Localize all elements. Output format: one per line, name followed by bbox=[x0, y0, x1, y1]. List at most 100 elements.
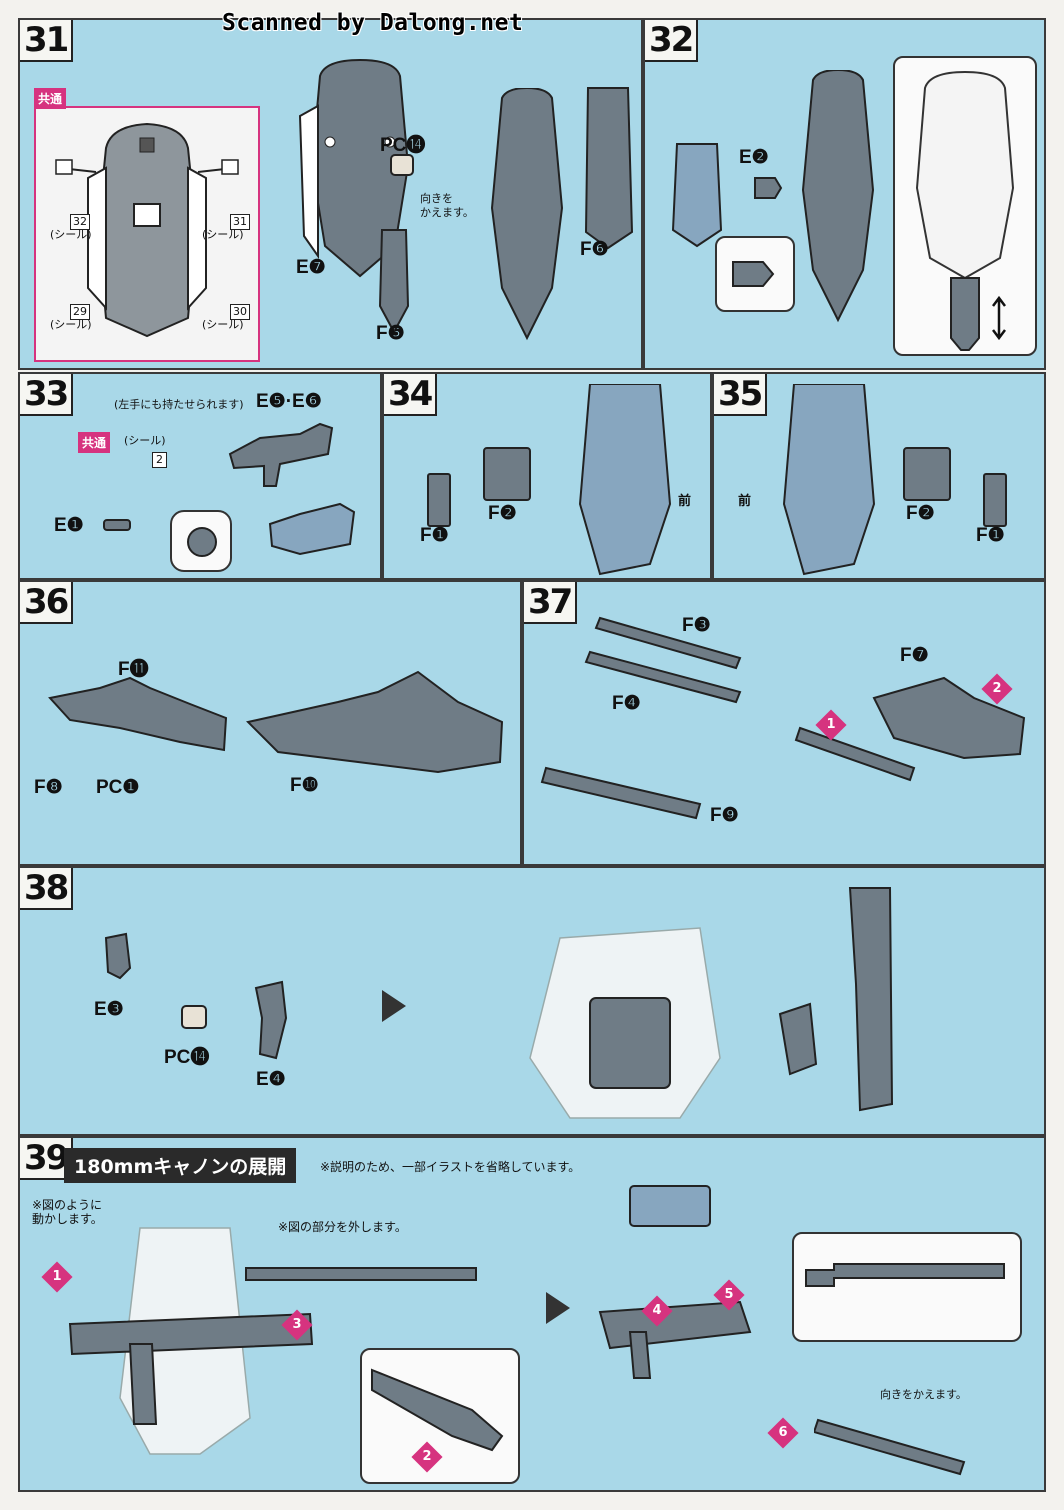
sticker-29-label: (シール) bbox=[50, 318, 92, 331]
arm-part bbox=[671, 143, 723, 248]
barrel-assembled bbox=[540, 766, 702, 820]
cannon-with-barrel bbox=[794, 676, 1026, 782]
leg-part bbox=[782, 384, 876, 576]
robot-with-cannon bbox=[68, 1227, 314, 1455]
bracket-parts bbox=[104, 932, 288, 1060]
sequence-marker-1: 1 bbox=[815, 709, 847, 741]
step-37-panel: 37 F❸ F❹ F❾ F❼ 1 2 bbox=[522, 580, 1046, 866]
barrel-reattach-detail bbox=[805, 1263, 1005, 1287]
barrel-parts bbox=[584, 616, 742, 704]
e1-detail-callout bbox=[170, 510, 232, 572]
cannon-body-part bbox=[48, 676, 228, 752]
front-direction-label: 前 bbox=[738, 493, 752, 508]
step-number: 35 bbox=[714, 374, 768, 416]
part-label-f9: F❾ bbox=[710, 805, 739, 826]
sticker-guide-box: 32 (シール) 31 (シール) 29 (シール) 30 (シール) bbox=[34, 106, 260, 362]
part-label-f1: F❶ bbox=[420, 525, 449, 546]
barrel-reattach-callout bbox=[792, 1232, 1022, 1342]
part-label-f5: F❺ bbox=[376, 323, 405, 344]
watermark: Scanned by Dalong.net bbox=[222, 10, 524, 36]
part-label-f11: F⓫ bbox=[118, 659, 149, 680]
e1-detail bbox=[187, 527, 217, 557]
e2-detail-callout bbox=[715, 236, 795, 312]
step-32-panel: 32 E❷ bbox=[643, 18, 1046, 370]
step-number: 34 bbox=[384, 374, 438, 416]
part-label-f2: F❷ bbox=[488, 503, 517, 524]
sticker-32-id: 32 bbox=[70, 214, 90, 230]
step-number: 36 bbox=[20, 582, 74, 624]
hand-part bbox=[268, 502, 356, 556]
left-hand-note: (左手にも持たせられます) bbox=[114, 398, 244, 411]
part-label-f8: F❽ bbox=[34, 777, 63, 798]
common-tag: 共通 bbox=[34, 88, 67, 109]
backpack-detail bbox=[915, 70, 1015, 351]
sticker-id: 2 bbox=[152, 452, 167, 468]
backpack-detail-callout bbox=[893, 56, 1037, 356]
sticker-30-label: (シール) bbox=[202, 318, 244, 331]
illustration-note: ※説明のため、一部イラストを省略しています。 bbox=[320, 1160, 581, 1174]
part-label-pc1: PC❶ bbox=[96, 777, 140, 798]
move-note: ※図のように 動かします。 bbox=[32, 1198, 103, 1226]
common-tag: 共通 bbox=[78, 432, 111, 453]
rifle-part bbox=[228, 422, 334, 487]
step-35-panel: 35 前 F❷ F❶ bbox=[712, 372, 1046, 580]
robot-with-backpack bbox=[529, 927, 721, 1119]
e2-part bbox=[754, 177, 783, 199]
turn-note: 向きをかえます。 bbox=[880, 1388, 967, 1401]
part-label-e56: E❺·E❻ bbox=[256, 391, 322, 412]
part-label-f6: F❻ bbox=[580, 239, 609, 260]
f2-part bbox=[903, 447, 951, 501]
sticker-29-id: 29 bbox=[70, 304, 90, 320]
backpack-part bbox=[801, 70, 875, 323]
step-31-panel: 31 32 (シール) 31 (シール) 29 (シール) 30 (シール) 共… bbox=[18, 18, 643, 370]
part-label-e1: E❶ bbox=[54, 515, 84, 536]
sequence-marker-4: 4 bbox=[641, 1295, 673, 1327]
step-33-panel: 33 (左手にも持たせられます) 共通 (シール) 2 E❺·E❻ E❶ bbox=[18, 372, 382, 580]
step-39-panel: 39 180mmキャノンの展開 ※説明のため、一部イラストを省略しています。 ※… bbox=[18, 1136, 1046, 1492]
f2-part bbox=[483, 447, 531, 501]
step-number: 32 bbox=[645, 20, 699, 62]
part-label-f10: F❿ bbox=[290, 775, 319, 796]
step-number: 31 bbox=[20, 20, 74, 62]
step-arrow bbox=[546, 1292, 570, 1324]
part-label-pc14: PC⓮ bbox=[164, 1047, 210, 1068]
sequence-marker-2: 2 bbox=[411, 1441, 443, 1473]
part-label-f4: F❹ bbox=[612, 693, 641, 714]
leg-part bbox=[578, 384, 672, 576]
sequence-marker-1: 1 bbox=[41, 1261, 73, 1293]
f1-part bbox=[427, 473, 451, 527]
sticker-32-label: (シール) bbox=[50, 228, 92, 241]
part-label-f7: F❼ bbox=[900, 645, 929, 666]
part-label-e2: E❷ bbox=[739, 147, 769, 168]
cannon-assembly-part bbox=[246, 670, 504, 774]
step-number: 33 bbox=[20, 374, 74, 416]
step-39-title: 180mmキャノンの展開 bbox=[64, 1148, 297, 1183]
cannon-deployment bbox=[598, 1185, 752, 1379]
part-label-f2: F❷ bbox=[906, 503, 935, 524]
step-36-panel: 36 F⓫ F❽ PC❶ F❿ bbox=[18, 580, 522, 866]
sequence-marker-3: 3 bbox=[281, 1309, 313, 1341]
step-number: 38 bbox=[20, 868, 74, 910]
barrel-release-callout bbox=[360, 1348, 520, 1484]
backpack-part bbox=[298, 58, 410, 278]
part-label-f1: F❶ bbox=[976, 525, 1005, 546]
sticker-label: (シール) bbox=[124, 434, 166, 447]
backpack-sticker-diagram bbox=[55, 122, 239, 338]
barrel-release-detail bbox=[371, 1368, 504, 1452]
remove-note: ※図の部分を外します。 bbox=[278, 1220, 407, 1234]
part-label-f3: F❸ bbox=[682, 615, 711, 636]
f5-part bbox=[378, 229, 410, 335]
f6-part bbox=[584, 87, 634, 250]
step-34-panel: 34 F❶ F❷ 前 bbox=[382, 372, 712, 580]
step-38-panel: 38 E❸ PC⓮ E❹ bbox=[18, 866, 1046, 1136]
sequence-marker-2: 2 bbox=[981, 673, 1013, 705]
sequence-marker-6: 6 bbox=[767, 1417, 799, 1449]
barrel-turned bbox=[814, 1418, 966, 1476]
part-label-e4: E❹ bbox=[256, 1069, 286, 1090]
f1-part bbox=[983, 473, 1007, 527]
sticker-31-label: (シール) bbox=[202, 228, 244, 241]
cannon-mounted bbox=[778, 887, 894, 1112]
sticker-31-id: 31 bbox=[230, 214, 250, 230]
sticker-30-id: 30 bbox=[230, 304, 250, 320]
